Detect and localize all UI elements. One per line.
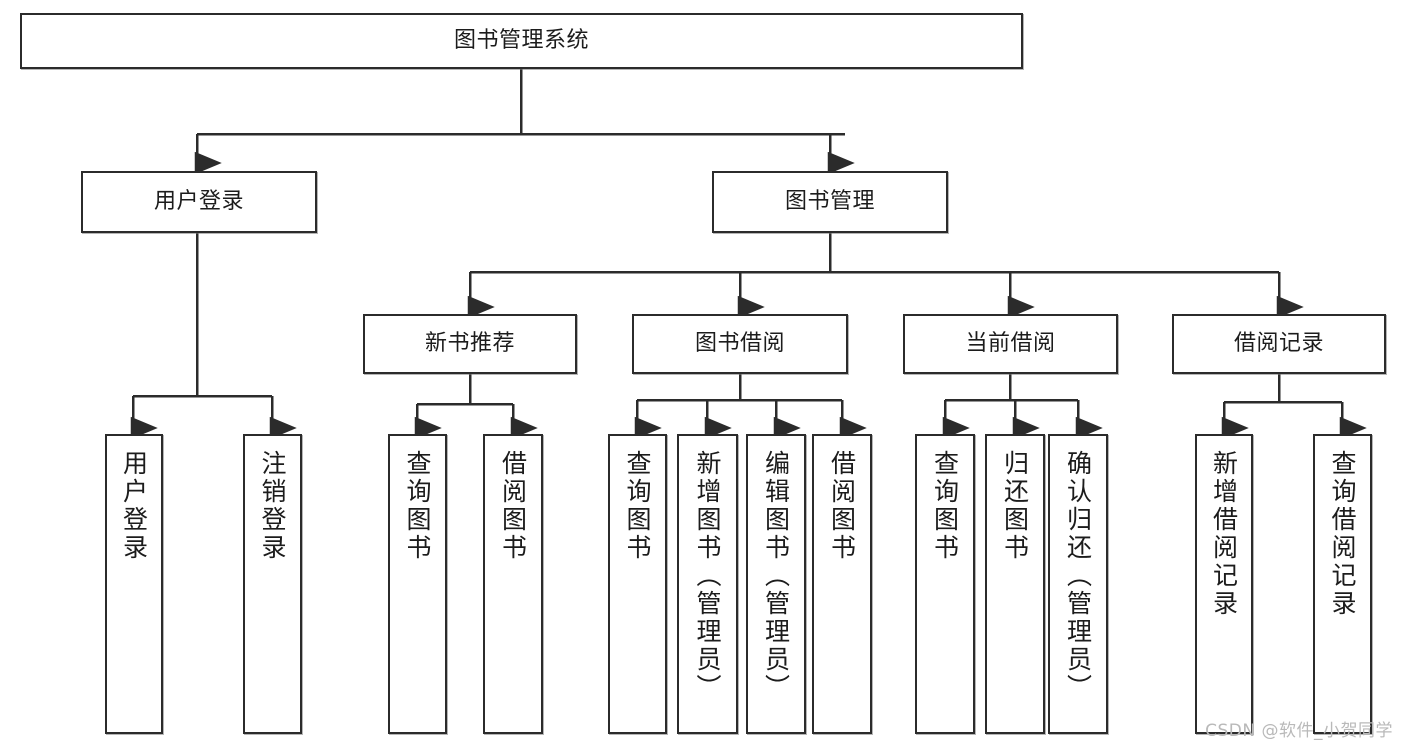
node-leaf-user-logout[interactable]: 注销登录 (243, 434, 302, 734)
node-leaf-query-record-label: 查询借阅记录 (1328, 450, 1357, 618)
node-borrow-record-label: 借阅记录 (1233, 331, 1324, 357)
node-root[interactable]: 图书管理系统 (20, 13, 1023, 69)
node-leaf-add-record-label: 新增借阅记录 (1209, 450, 1239, 618)
node-leaf-add-book[interactable]: 新增图书（管理员） (677, 434, 738, 734)
node-leaf-add-book-label: 新增图书（管理员） (693, 450, 722, 702)
node-leaf-user-login[interactable]: 用户登录 (105, 434, 163, 734)
node-leaf-confirm-return[interactable]: 确认归还（管理员） (1048, 434, 1108, 734)
node-user-login-label: 用户登录 (153, 189, 244, 215)
node-current-borrow[interactable]: 当前借阅 (903, 314, 1118, 374)
node-leaf-query-book-2-label: 查询图书 (623, 450, 652, 562)
node-leaf-query-record[interactable]: 查询借阅记录 (1313, 434, 1372, 734)
node-leaf-edit-book-label: 编辑图书（管理员） (761, 450, 791, 702)
node-leaf-confirm-return-label: 确认归还（管理员） (1063, 450, 1093, 702)
node-leaf-return-book-label: 归还图书 (1000, 450, 1030, 562)
node-leaf-query-book-3[interactable]: 查询图书 (915, 434, 975, 734)
node-borrow-record[interactable]: 借阅记录 (1172, 314, 1386, 374)
node-book-manage-label: 图书管理 (784, 189, 875, 215)
node-book-manage[interactable]: 图书管理 (712, 171, 948, 233)
node-leaf-query-book-3-label: 查询图书 (930, 450, 960, 562)
node-leaf-borrow-book-2-label: 借阅图书 (827, 450, 857, 562)
node-leaf-edit-book[interactable]: 编辑图书（管理员） (746, 434, 806, 734)
node-leaf-user-logout-label: 注销登录 (258, 450, 287, 562)
node-root-label: 图书管理系统 (453, 28, 589, 54)
node-leaf-user-login-label: 用户登录 (119, 450, 149, 562)
node-book-borrow-label: 图书借阅 (694, 331, 785, 357)
node-new-book-recommend[interactable]: 新书推荐 (363, 314, 577, 374)
node-leaf-query-book-1-label: 查询图书 (403, 450, 432, 562)
node-leaf-add-record[interactable]: 新增借阅记录 (1195, 434, 1253, 734)
node-leaf-query-book-2[interactable]: 查询图书 (608, 434, 667, 734)
node-leaf-borrow-book-1-label: 借阅图书 (498, 450, 528, 562)
node-new-book-recommend-label: 新书推荐 (424, 331, 515, 357)
node-leaf-borrow-book-2[interactable]: 借阅图书 (812, 434, 872, 734)
node-leaf-query-book-1[interactable]: 查询图书 (388, 434, 447, 734)
node-leaf-borrow-book-1[interactable]: 借阅图书 (483, 434, 543, 734)
node-current-borrow-label: 当前借阅 (965, 331, 1056, 357)
node-book-borrow[interactable]: 图书借阅 (632, 314, 848, 374)
node-user-login[interactable]: 用户登录 (81, 171, 317, 233)
node-leaf-return-book[interactable]: 归还图书 (985, 434, 1045, 734)
